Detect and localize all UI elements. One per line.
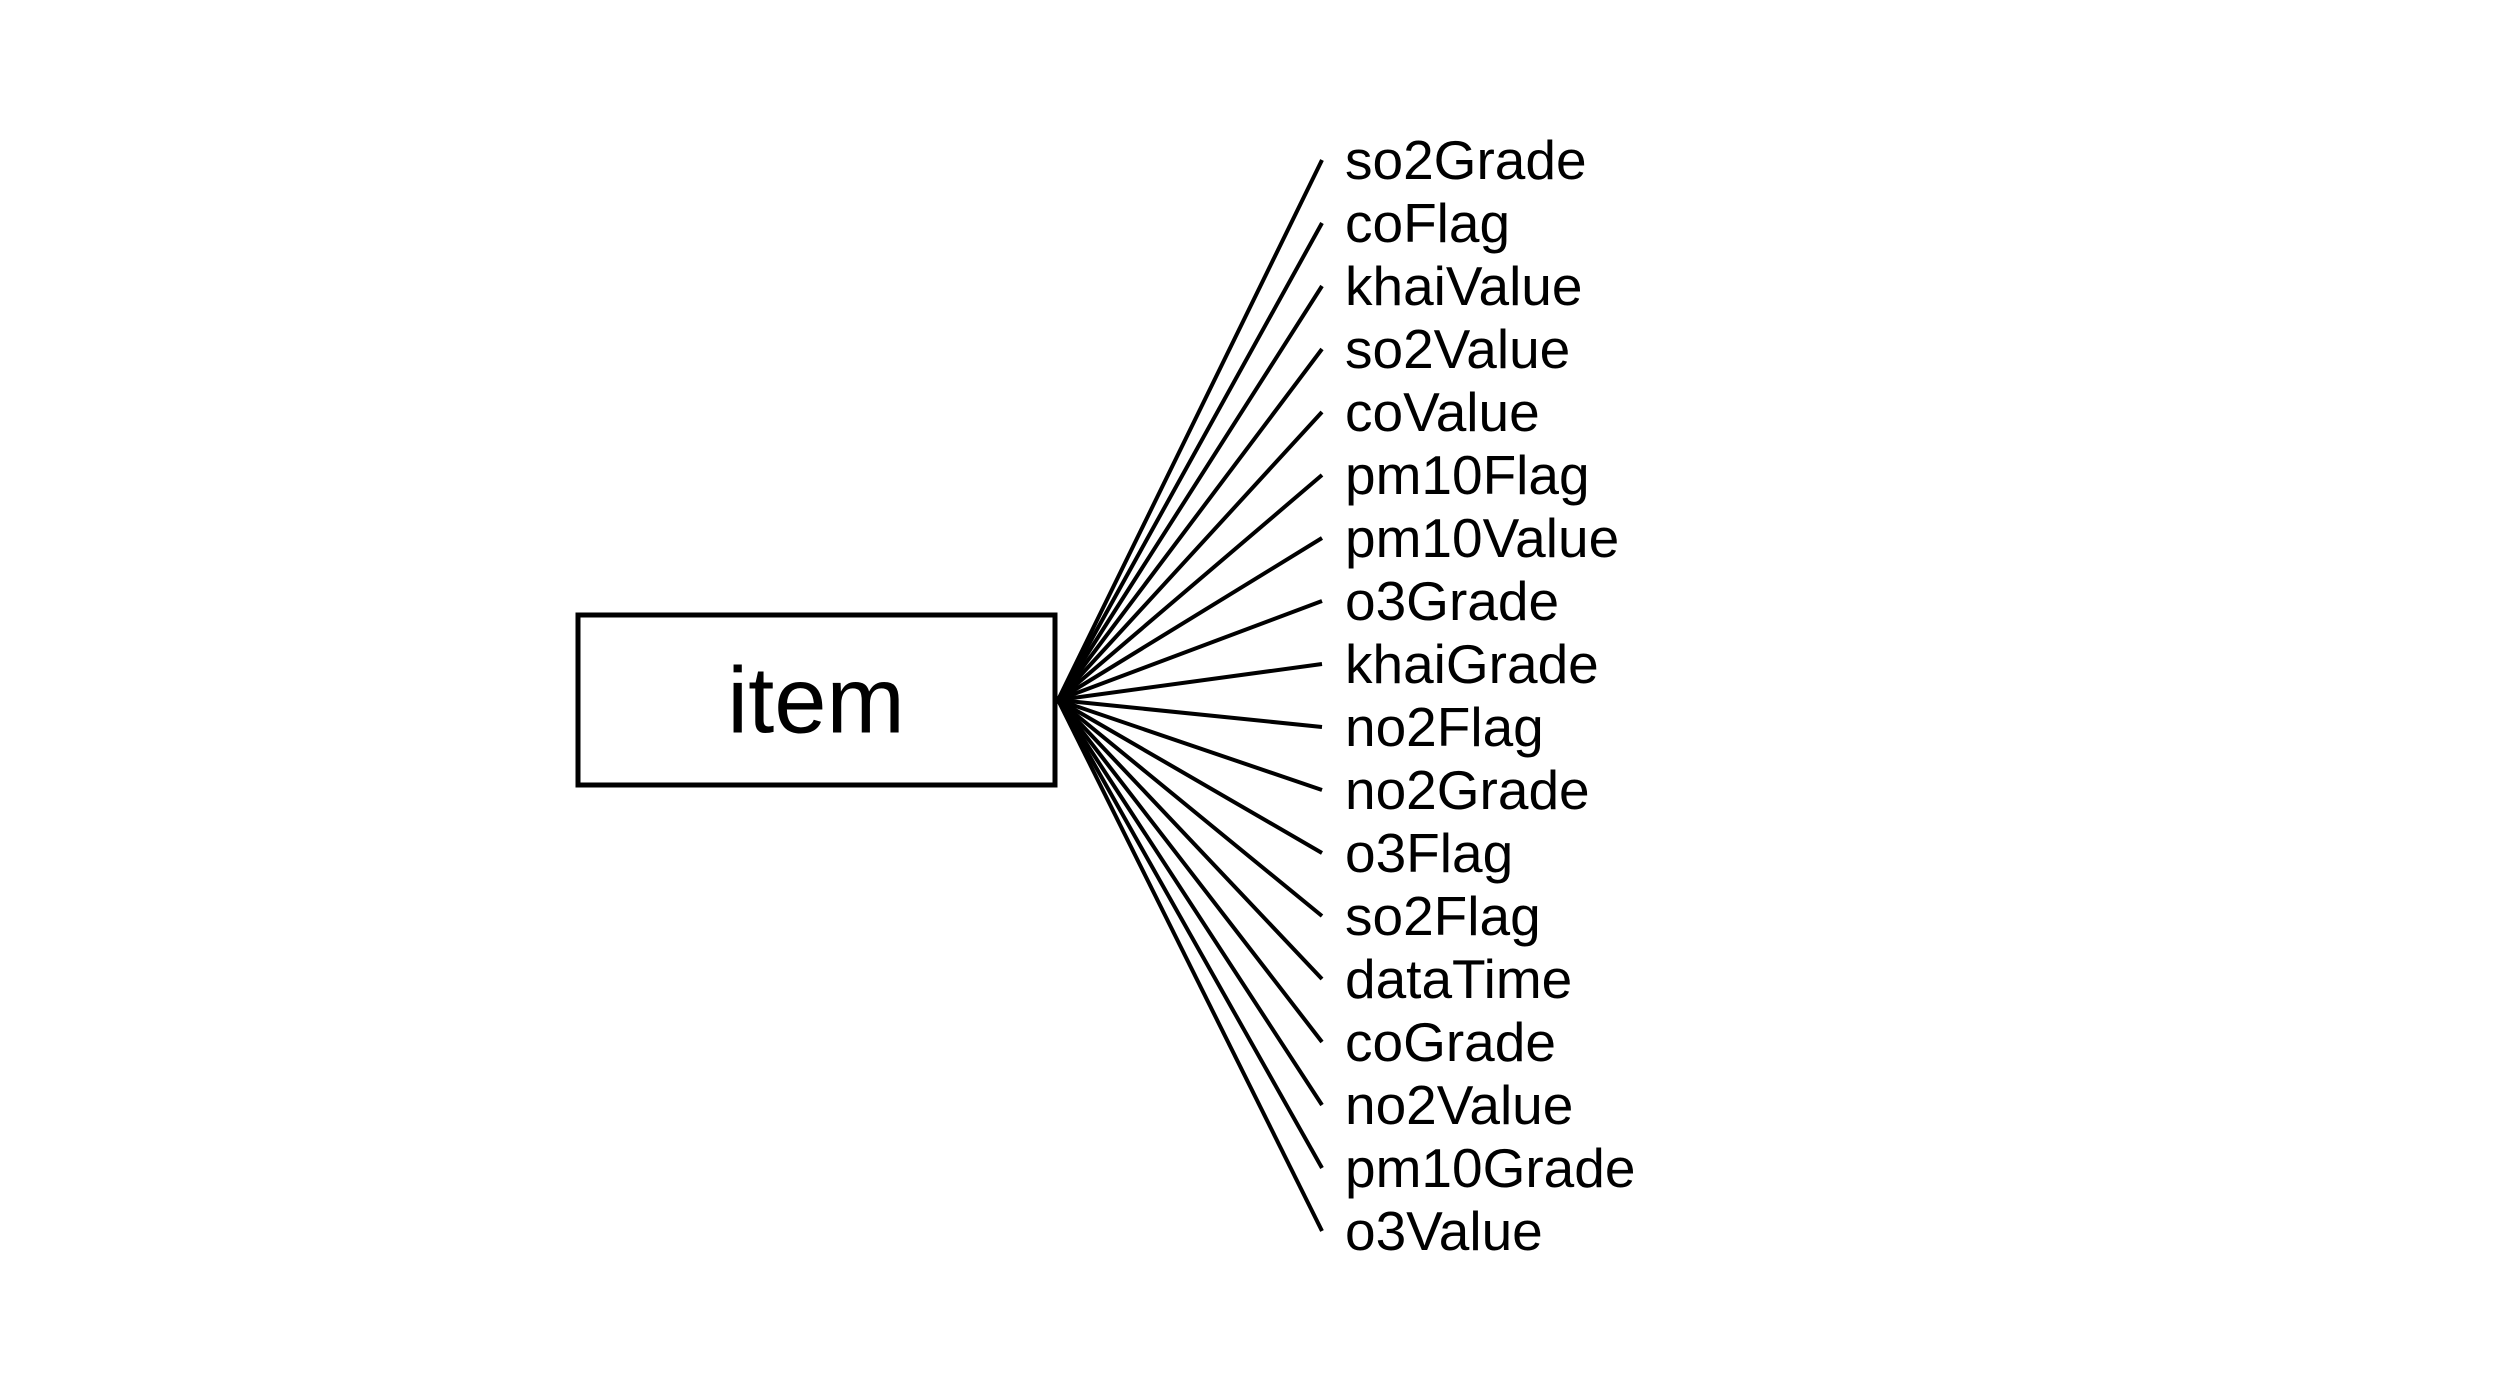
connector-line [1056, 698, 1324, 918]
child-label: coValue [1345, 381, 1540, 443]
connector-line [1056, 473, 1324, 702]
child-label: so2Value [1345, 318, 1570, 380]
child-label: so2Grade [1345, 129, 1587, 191]
connector-line [1056, 536, 1324, 702]
connector-line [1057, 698, 1323, 729]
root-box [575, 612, 1058, 788]
child-label: coGrade [1345, 1011, 1556, 1073]
connector-line [1057, 599, 1323, 702]
child-label: no2Flag [1345, 696, 1544, 758]
connector-line [1057, 698, 1323, 792]
child-label: o3Grade [1345, 570, 1559, 632]
child-label: coFlag [1345, 192, 1510, 254]
child-label: khaiValue [1345, 255, 1582, 317]
root-label: item [727, 648, 905, 753]
child-label: no2Grade [1345, 759, 1590, 821]
connector-lines [1056, 159, 1324, 1232]
child-label: pm10Value [1345, 507, 1619, 569]
connector-line [1056, 347, 1324, 702]
connector-line [1056, 698, 1324, 1107]
connector-line [1056, 284, 1324, 702]
child-label: pm10Flag [1345, 444, 1590, 506]
child-label: so2Flag [1345, 885, 1541, 947]
child-label: o3Value [1345, 1200, 1543, 1262]
connector-line [1056, 410, 1324, 702]
connector-line [1056, 699, 1324, 1232]
root-node: item [575, 612, 1058, 788]
connector-line [1056, 222, 1324, 701]
connector-line [1056, 159, 1324, 701]
child-label: khaiGrade [1345, 633, 1599, 695]
child-label: pm10Grade [1345, 1137, 1635, 1199]
connector-line [1056, 698, 1324, 981]
connector-line [1057, 662, 1323, 702]
child-label: dataTime [1345, 948, 1572, 1010]
connector-line [1056, 698, 1324, 1044]
child-labels: so2GradecoFlagkhaiValueso2ValuecoValuepm… [1345, 129, 1635, 1262]
child-label: o3Flag [1345, 822, 1513, 884]
child-label: no2Value [1345, 1074, 1573, 1136]
connector-line [1056, 698, 1324, 855]
connector-line [1056, 699, 1324, 1169]
